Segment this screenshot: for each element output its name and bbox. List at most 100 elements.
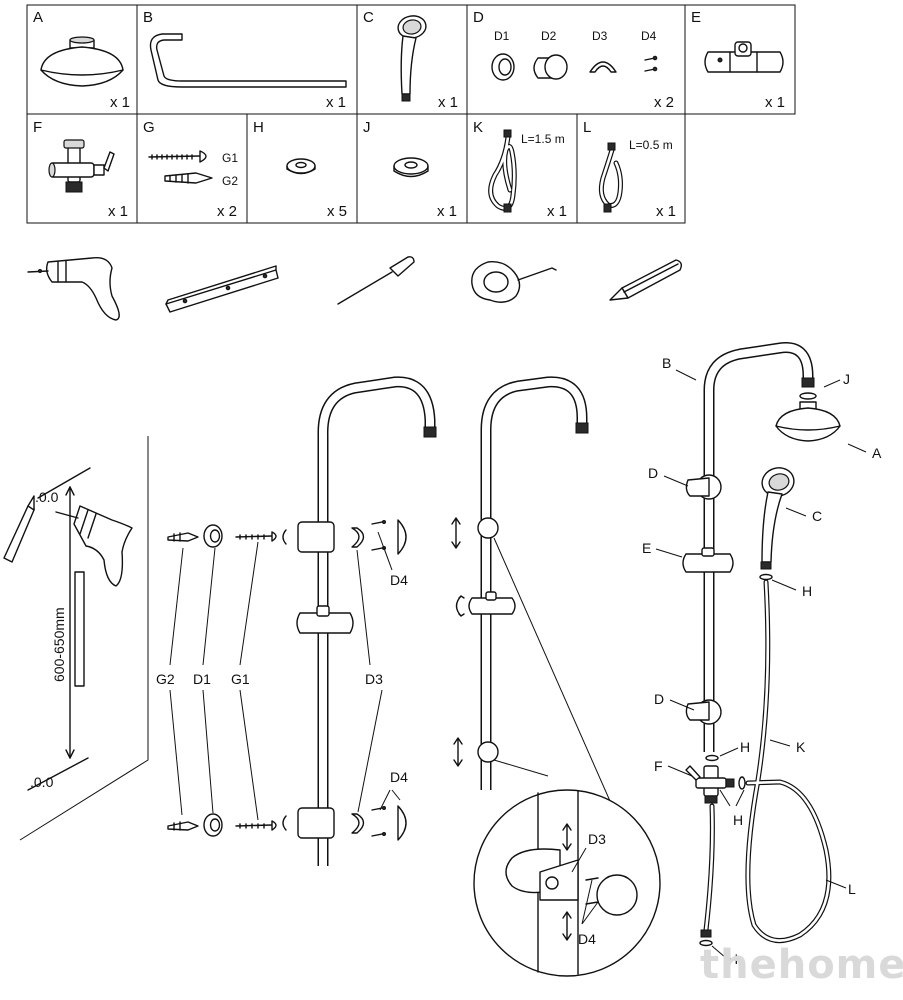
upper-adjust-arrow <box>451 517 461 549</box>
hand-shower-icon <box>397 15 427 102</box>
label-j: J <box>843 371 850 387</box>
label-f: F <box>654 758 663 774</box>
label-l: L <box>848 881 856 897</box>
wall-marking-step: 600-650mm .0.0 .0.0 <box>3 436 149 841</box>
assembled-slider <box>682 547 734 573</box>
assembled-gasket-h4 <box>699 939 713 947</box>
assembled-hand-shower <box>760 467 795 570</box>
assembled-overhead-shower <box>775 401 841 442</box>
assembled-top-bracket <box>685 474 722 500</box>
part-sublabel-d1: D1 <box>494 29 510 43</box>
bottom-ring-icon <box>203 813 223 837</box>
assembled-hose-short <box>700 803 715 938</box>
wall-bracket-icon <box>533 54 568 80</box>
label-d-bottom: D <box>654 691 664 707</box>
part-qty-h: x 5 <box>327 203 347 220</box>
label-d-top: D <box>648 465 658 481</box>
pencil-icon <box>609 259 683 301</box>
part-sublabel-d2: D2 <box>541 29 557 43</box>
spirit-level-icon <box>165 265 279 313</box>
bracket-clip-icon <box>589 61 617 73</box>
part-letter-d: D <box>473 9 484 26</box>
label-d4-top: D4 <box>390 572 408 588</box>
upper-bracket-knob <box>477 517 499 539</box>
part-length-l: L=0.5 m <box>629 138 673 152</box>
part-qty-k: x 1 <box>547 203 567 220</box>
label-d3: D3 <box>365 671 383 687</box>
tools-row <box>27 256 683 321</box>
wall-mark-top: .0.0 <box>35 489 59 505</box>
part-letter-h: H <box>253 119 264 136</box>
label-g2: G2 <box>156 671 175 687</box>
part-qty-e: x 1 <box>765 94 785 111</box>
part-sublabel-d4: D4 <box>641 29 657 43</box>
wall-mark-bottom: .0.0 <box>30 774 54 790</box>
diverter-valve-icon <box>48 139 115 193</box>
mount-height-dimension: 600-650mm <box>51 607 67 682</box>
part-qty-d: x 2 <box>654 94 674 111</box>
bottom-screw-icon <box>235 820 277 831</box>
detail-magnifier: D3 D4 <box>473 789 661 977</box>
label-h-2: H <box>740 739 750 755</box>
part-qty-c: x 1 <box>438 94 458 111</box>
cell-frame-b <box>136 4 358 115</box>
assembled-gasket-j <box>799 392 817 400</box>
thick-gasket-icon <box>393 157 429 178</box>
part-sublabel-d3: D3 <box>592 29 608 43</box>
label-c: C <box>812 508 822 524</box>
small-screws-icon <box>644 55 658 72</box>
rail-mount-view <box>317 376 437 866</box>
wall-screw-icon <box>148 150 207 163</box>
assembled-gasket-h1 <box>759 573 773 581</box>
label-h-4: H <box>728 951 738 967</box>
part-letter-g: G <box>143 119 155 136</box>
part-qty-b: x 1 <box>326 94 346 111</box>
top-screw-icon <box>235 531 277 542</box>
lower-adjust-arrow <box>453 737 463 767</box>
wall-ring-icon <box>491 53 515 81</box>
assembled-bottom-bracket <box>685 699 722 725</box>
slide-holder-icon <box>704 41 784 73</box>
assembled-gasket-h2 <box>705 754 719 762</box>
slider-adjust <box>455 591 516 617</box>
hose-long-icon <box>488 129 517 213</box>
part-sublabel-g1: G1 <box>222 151 238 165</box>
part-letter-c: C <box>363 9 374 26</box>
flat-gasket-icon <box>286 158 316 175</box>
brand-watermark: thehome <box>700 942 903 988</box>
level-on-wall-icon <box>74 571 85 687</box>
bottom-plug-icon <box>167 821 199 831</box>
lower-bracket-knob <box>477 741 499 763</box>
label-a: A <box>872 445 882 461</box>
part-qty-j: x 1 <box>437 203 457 220</box>
part-qty-g: x 2 <box>217 203 237 220</box>
top-bracket-assembly <box>282 519 407 555</box>
assembled-rail <box>703 342 815 752</box>
wall-plug-icon <box>164 172 213 184</box>
slider-on-rail <box>296 605 354 634</box>
overhead-shower-icon <box>40 36 124 87</box>
mounting-step: G2 D1 G1 D3 D4 D4 <box>156 376 437 866</box>
part-sublabel-g2: G2 <box>222 174 238 188</box>
top-ring-icon <box>203 524 223 548</box>
label-k: K <box>796 739 806 755</box>
assembled-gasket-h3 <box>738 776 746 790</box>
label-h-1: H <box>802 583 812 599</box>
part-letter-j: J <box>363 119 371 136</box>
part-qty-l: x 1 <box>656 203 676 220</box>
part-letter-b: B <box>143 9 153 26</box>
part-qty-a: x 1 <box>110 94 130 111</box>
drill-icon <box>27 257 120 321</box>
label-g1: G1 <box>231 671 250 687</box>
bottom-bracket-assembly <box>282 805 407 841</box>
hose-short-icon <box>598 142 623 213</box>
screwdriver-icon <box>337 256 415 305</box>
tape-measure-icon <box>471 261 557 303</box>
label-b: B <box>662 355 671 371</box>
label-d4-bottom: D4 <box>390 769 408 785</box>
assembled-diverter <box>685 765 735 804</box>
part-length-k: L=1.5 m <box>521 132 565 146</box>
assembled-view: B J A D C E H D H K F H L H <box>642 342 882 967</box>
detail-label-d3: D3 <box>588 831 606 847</box>
part-letter-l: L <box>583 119 591 136</box>
